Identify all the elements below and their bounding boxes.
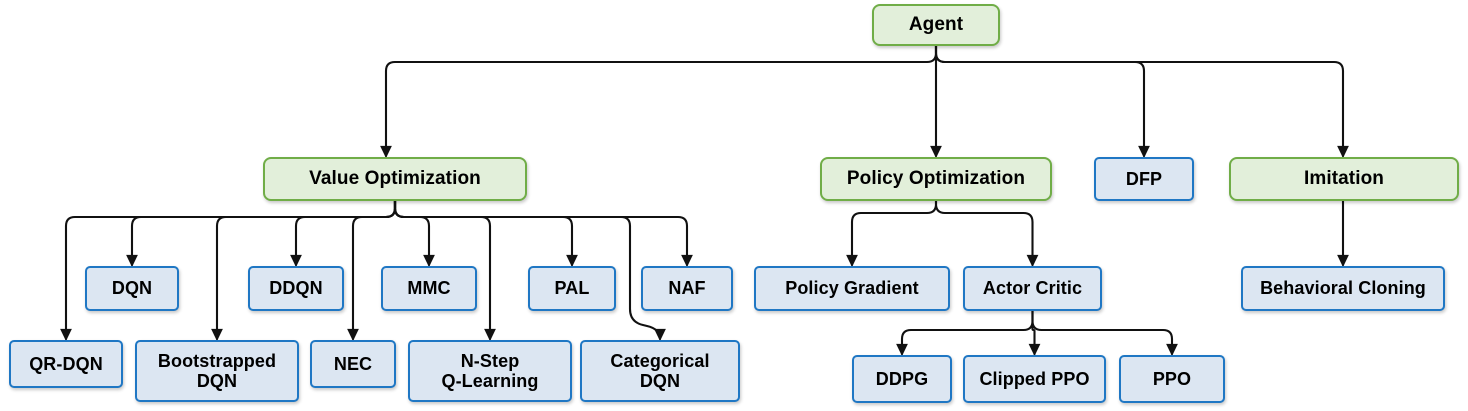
edge-value-optimization-pal [393,199,578,268]
node-ddqn[interactable]: DDQN [248,266,344,311]
node-value_optimization[interactable]: Value Optimization [263,157,527,201]
node-actor_critic[interactable]: Actor Critic [963,266,1102,311]
node-n_step_q_learning[interactable]: N-Step Q-Learning [408,340,572,402]
node-dfp[interactable]: DFP [1094,157,1194,201]
node-mmc[interactable]: MMC [381,266,477,311]
node-agent[interactable]: Agent [872,4,1000,46]
edge-agent-value_optimization [380,44,938,159]
node-imitation[interactable]: Imitation [1229,157,1459,201]
node-dqn[interactable]: DQN [85,266,179,311]
node-naf[interactable]: NAF [641,266,733,311]
node-bootstrapped_dqn[interactable]: Bootstrapped DQN [135,340,299,402]
edge-actor-critic-ppo [1031,309,1178,357]
node-categorical_dqn[interactable]: Categorical DQN [580,340,740,402]
node-nec[interactable]: NEC [310,340,396,388]
edge-policy-optimization-actor_critic [934,199,1039,268]
edge-actor-critic-clipped_ppo [1028,309,1041,357]
node-ddpg[interactable]: DDPG [852,355,952,403]
edge-agent-imitation [934,44,1349,159]
node-behavioral_cloning[interactable]: Behavioral Cloning [1241,266,1445,311]
node-policy_gradient[interactable]: Policy Gradient [754,266,950,311]
node-clipped_ppo[interactable]: Clipped PPO [963,355,1106,403]
edge-value-optimization-naf [393,199,693,268]
edge-policy-optimization-policy_gradient [846,199,938,268]
edge-value-optimization-dqn [126,199,397,268]
edge-value-optimization-ddqn [290,199,397,268]
node-policy_optimization[interactable]: Policy Optimization [820,157,1052,201]
node-qr_dqn[interactable]: QR-DQN [9,340,123,388]
edge-actor-critic-ddpg [896,309,1034,357]
edge-agent-dfp [934,44,1150,159]
node-ppo[interactable]: PPO [1119,355,1225,403]
edge-value-optimization-mmc [393,199,435,268]
node-pal[interactable]: PAL [528,266,616,311]
